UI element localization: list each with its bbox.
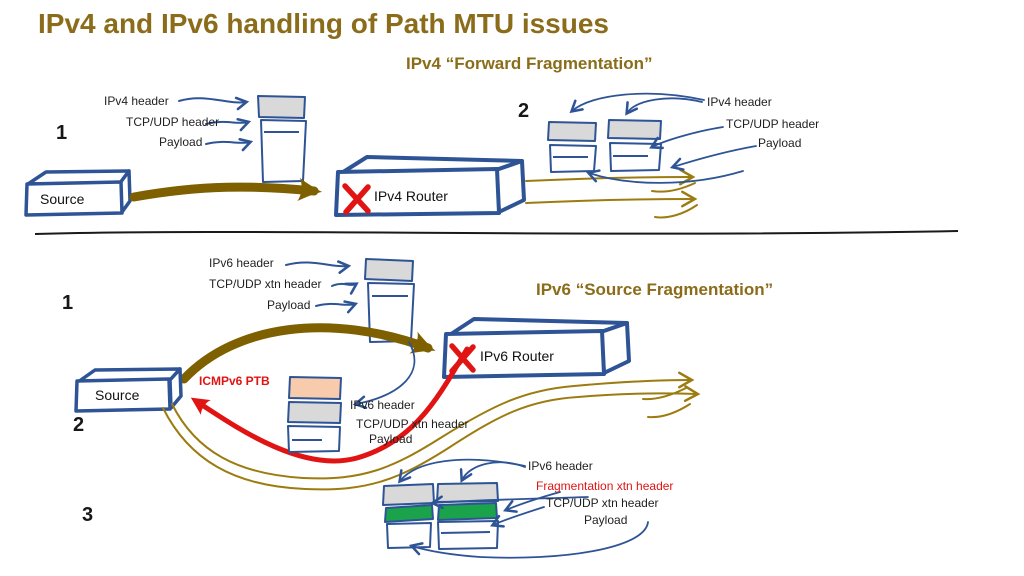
ipv6-source-label: Source (95, 387, 140, 403)
ipv6-transport-label: TCP/UDP xtn header (209, 277, 322, 291)
ipv4-thick-path-arrow (129, 177, 323, 202)
ipv6-step1-number: 1 (62, 292, 74, 314)
ipv6-header-label: IPv6 header (209, 256, 274, 270)
ipv6-step3-number: 3 (82, 504, 94, 526)
ipv4-transport-label: TCP/UDP header (126, 115, 220, 129)
icmpv6-packet (287, 376, 342, 453)
icmp-transport-label: TCP/UDP xtn header (356, 417, 469, 431)
ipv6-label-arrows (285, 260, 359, 314)
ipv4-source-label: Source (40, 191, 85, 207)
icmpv6-ptb-label: ICMPv6 PTB (199, 374, 270, 388)
frag-transport-label: TCP/UDP xtn header (546, 496, 659, 510)
ipv4-frag-header-label: IPv4 header (707, 95, 772, 109)
ipv4-payload-label: Payload (159, 135, 203, 149)
ipv6-subtitle: IPv6 “Source Fragmentation” (536, 280, 774, 299)
ipv4-step1-number: 1 (56, 122, 68, 144)
ipv4-label-arrows (178, 96, 254, 152)
ipv4-router-label: IPv4 Router (374, 188, 448, 204)
ipv4-fragment-label-arrows (569, 92, 757, 184)
icmp-quoted-header-arrow (352, 341, 416, 410)
icmp-ipv6-header-label: IPv6 header (350, 398, 415, 412)
ipv4-subtitle: IPv4 “Forward Fragmentation” (406, 54, 653, 73)
ipv4-drop-x-icon (342, 183, 371, 215)
ipv6-fragment-label-arrows (397, 458, 649, 559)
ipv6-source-box (74, 367, 183, 413)
ipv4-fragment-packets (547, 119, 662, 173)
ipv4-packet-step1 (257, 95, 307, 183)
ipv6-thick-path-arrow (179, 323, 436, 384)
section-divider (34, 230, 959, 235)
ipv4-step2-number: 2 (518, 100, 530, 122)
frag-xtn-header-label: Fragmentation xtn header (536, 479, 674, 493)
ipv4-frag-transport-label: TCP/UDP header (726, 117, 820, 131)
ipv4-header-label: IPv4 header (104, 94, 169, 108)
slide-title: IPv4 and IPv6 handling of Path MTU issue… (38, 8, 610, 39)
ipv6-payload-label: Payload (267, 298, 311, 312)
icmpv6-ptb-arrow (190, 346, 470, 464)
frag-payload-label: Payload (584, 513, 628, 527)
ipv6-fragment-path (162, 371, 701, 491)
ipv6-router-box (442, 317, 631, 379)
ipv6-fragment-packets (382, 482, 499, 550)
ipv6-step2-number: 2 (73, 414, 85, 436)
ipv4-onward-arrows (525, 168, 698, 219)
ipv4-router-box (334, 155, 526, 217)
ipv4-frag-payload-label: Payload (758, 136, 802, 150)
icmp-payload-label: Payload (369, 432, 413, 446)
ipv4-source-box (24, 169, 132, 217)
frag-ipv6-header-label: IPv6 header (528, 459, 593, 473)
ipv6-router-label: IPv6 Router (480, 348, 554, 364)
